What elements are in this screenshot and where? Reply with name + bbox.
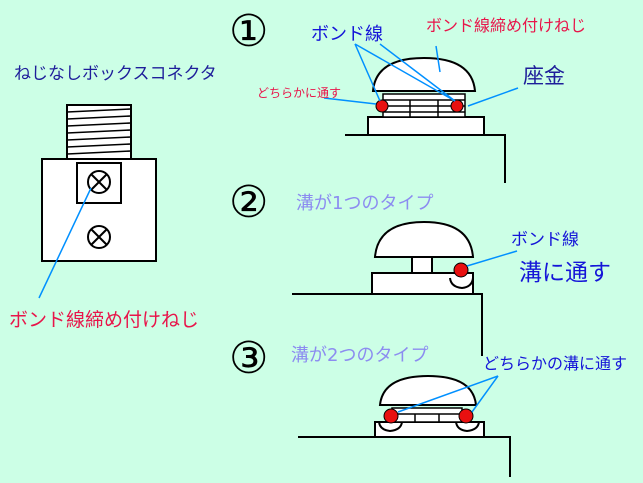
fig1-washer-label: 座金	[523, 64, 565, 88]
fig1-drawing	[323, 43, 519, 183]
fig2-through-groove-label: 溝に通す	[519, 260, 611, 286]
fig2-drawing	[292, 220, 518, 356]
connector-screw-label: ボンド線締め付けねじ	[9, 309, 200, 331]
fig2-bond-wire-label: ボンド線	[511, 230, 579, 250]
connector-thread-lines	[66, 108, 132, 155]
fig3-wire-right	[458, 408, 474, 424]
fig3-groove-left	[378, 421, 403, 433]
box-connector	[41, 104, 157, 262]
fig1-bond-wire-label: ボンド線	[311, 24, 383, 45]
fig3-either-groove-label: どちらかの溝に通す	[483, 354, 628, 373]
connector-title: ねじなしボックスコネクタ	[14, 64, 217, 84]
connector-screw-leader	[38, 187, 92, 299]
fig2-wire	[453, 262, 469, 278]
fig1-screw-head	[371, 56, 477, 92]
fig2-groove	[449, 277, 474, 290]
fig2-screw-shaft	[411, 256, 433, 274]
fig1-box-wall	[345, 134, 506, 183]
fig1-wire-left	[375, 99, 389, 113]
fig1-base-plate	[367, 116, 485, 136]
fig1-washer	[382, 93, 466, 118]
fig1-leaders	[323, 43, 519, 107]
fig3-box-wall	[298, 436, 511, 477]
fig2-title: 溝が1つのタイプ	[296, 193, 434, 214]
fig3-wire-left	[383, 408, 399, 424]
fig3-base-plate	[374, 421, 485, 438]
fig2-number: ②	[229, 177, 269, 228]
fig1-screw-label: ボンド線締め付けねじ	[426, 16, 587, 35]
fig3-screw-head	[378, 374, 478, 406]
fig3-leaders	[397, 375, 499, 413]
fig3-groove-right	[455, 421, 480, 433]
fig1-wire-right	[450, 99, 464, 113]
fig1-either-label: どちらかに通す	[257, 86, 342, 100]
fig2-box-wall	[292, 293, 483, 356]
fig3-drawing	[298, 374, 511, 477]
connector-bottom-screw-icon	[87, 225, 111, 249]
fig3-number: ③	[229, 333, 269, 384]
fig3-washer	[391, 407, 463, 423]
fig2-leader	[466, 250, 518, 267]
connector-top-screw-icon	[87, 170, 111, 194]
fig1-number: ①	[229, 6, 269, 57]
fig2-screw-head	[373, 220, 475, 258]
fig3-title: 溝が2つのタイプ	[291, 345, 429, 366]
